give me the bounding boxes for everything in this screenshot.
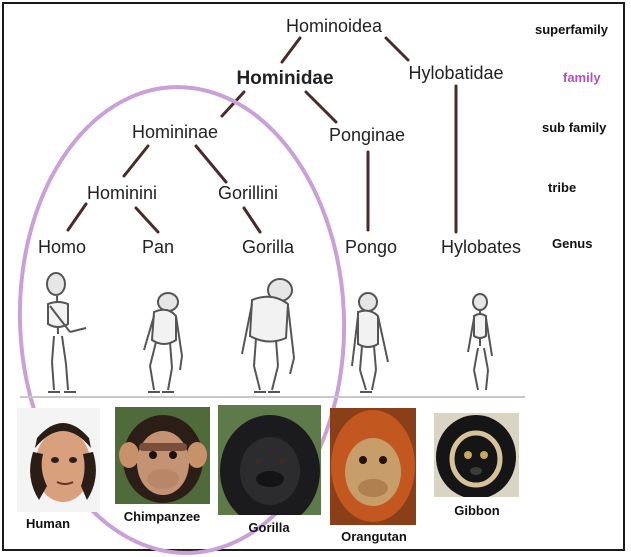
node-hylobates: Hylobates xyxy=(441,237,521,258)
rank-tribe: tribe xyxy=(548,180,576,195)
chimpanzee-photo xyxy=(115,407,210,504)
rank-subfamily: sub family xyxy=(542,120,606,135)
rank-superfamily: superfamily xyxy=(535,22,608,37)
node-ponginae: Ponginae xyxy=(329,125,405,146)
edge-hominidae-ponginae xyxy=(306,92,336,122)
edge-gorillini-gorilla xyxy=(244,208,260,232)
node-hylobatidae: Hylobatidae xyxy=(408,63,503,84)
node-hominini: Hominini xyxy=(87,183,157,204)
rank-genus: Genus xyxy=(552,236,592,251)
node-homininae: Homininae xyxy=(132,122,218,143)
caption-chimpanzee: Chimpanzee xyxy=(124,509,201,524)
edge-hominini-pan xyxy=(136,208,158,232)
human-photo xyxy=(17,408,100,512)
gibbon-skeleton-illustration xyxy=(458,290,508,396)
rank-family: family xyxy=(563,70,601,85)
orangutan-photo xyxy=(330,408,416,525)
edge-hominini-homo xyxy=(68,204,86,230)
caption-orangutan: Orangutan xyxy=(341,529,407,544)
chimpanzee-skeleton-illustration xyxy=(132,290,202,396)
orangutan-skeleton-illustration xyxy=(344,290,406,396)
gorilla-photo xyxy=(218,405,321,515)
node-hominidae: Hominidae xyxy=(236,68,333,90)
human-skeleton-illustration xyxy=(30,272,100,396)
edge-homininae-gorillini xyxy=(196,146,226,182)
node-homo: Homo xyxy=(38,237,86,258)
caption-human: Human xyxy=(26,516,70,531)
node-gorilla: Gorilla xyxy=(242,237,294,258)
edge-hominoidea-hylobatidae xyxy=(386,38,408,60)
edge-hominoidea-hominidae xyxy=(282,38,300,62)
edge-homininae-hominini xyxy=(124,146,148,176)
node-gorillini: Gorillini xyxy=(218,183,278,204)
node-pan: Pan xyxy=(142,237,174,258)
gorilla-skeleton-illustration xyxy=(232,276,308,396)
gibbon-photo xyxy=(434,413,519,497)
node-hominoidea: Hominoidea xyxy=(286,16,382,37)
node-pongo: Pongo xyxy=(345,237,397,258)
caption-gorilla: Gorilla xyxy=(248,520,289,535)
caption-gibbon: Gibbon xyxy=(454,503,500,518)
